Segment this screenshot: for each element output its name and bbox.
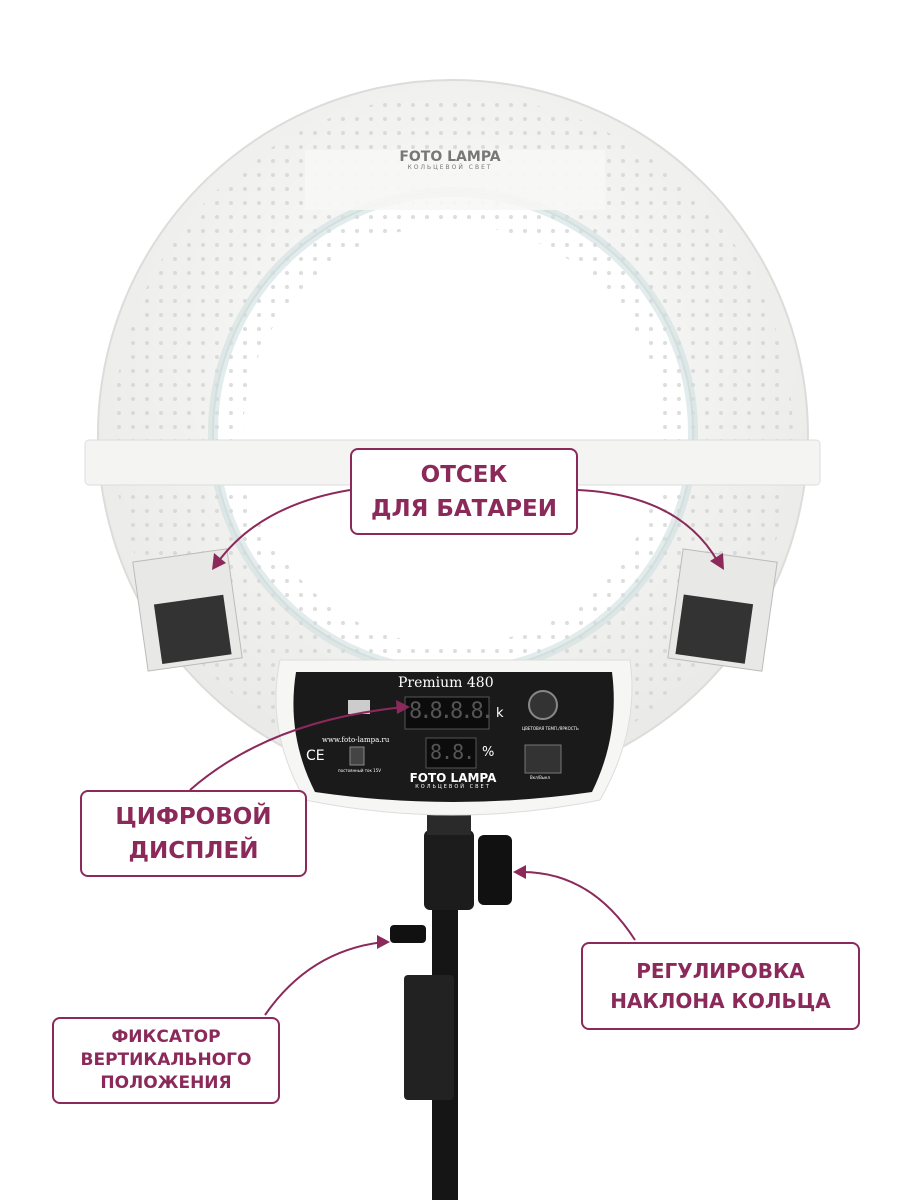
power-switch — [524, 744, 562, 774]
main-display-unit: k — [496, 706, 504, 721]
model-name: Premium 480 — [398, 675, 494, 691]
brand-sub-top: КОЛЬЦЕВОЙ СВЕТ — [407, 164, 493, 172]
callout-display-line: ДИСПЛЕЙ — [128, 837, 259, 864]
switch-label: Вкл/Выкл — [530, 775, 550, 780]
callout-tilt-line: НАКЛОНА КОЛЬЦА — [610, 989, 831, 1013]
callout-lock-line: ПОЛОЖЕНИЯ — [100, 1073, 232, 1093]
brand-sub-panel: КОЛЬЦЕВОЙ СВЕТ — [415, 784, 491, 791]
knob-label: ЦВЕТОВАЯ ТЕМП./ЯРКОСТЬ — [522, 726, 579, 731]
dc-label: постоянный ток 15V — [338, 768, 381, 773]
main-display: 8.8.8.8. — [409, 699, 494, 724]
callout-battery-line: ДЛЯ БАТАРЕИ — [371, 495, 557, 522]
percent-unit: % — [482, 745, 495, 760]
brand-name-panel: FOTO LAMPA — [409, 771, 497, 785]
stand — [390, 815, 512, 1200]
callout-display-line: ЦИФРОВОЙ — [115, 803, 272, 830]
callout-battery: ОТСЕК ДЛЯ БАТАРЕИ — [350, 448, 578, 535]
lock-knob — [390, 925, 426, 943]
callout-battery-line: ОТСЕК — [420, 461, 508, 488]
usb-port — [348, 700, 370, 714]
ce-mark: CE — [306, 748, 325, 764]
callout-lock-line: ФИКСАТОР — [111, 1027, 221, 1047]
brand-logo-panel: FOTO LAMPA КОЛЬЦЕВОЙ СВЕТ — [395, 771, 511, 791]
callout-lock: ФИКСАТОР ВЕРТИКАЛЬНОГО ПОЛОЖЕНИЯ — [52, 1017, 280, 1104]
tilt-knob — [478, 835, 512, 905]
percent-display: 8.8. — [430, 740, 475, 764]
callout-display: ЦИФРОВОЙ ДИСПЛЕЙ — [80, 790, 307, 877]
website: www.foto-lampa.ru — [322, 736, 390, 744]
callout-arrows — [189, 489, 719, 1016]
callout-lock-line: ВЕРТИКАЛЬНОГО — [80, 1050, 252, 1070]
callout-tilt: РЕГУЛИРОВКА НАКЛОНА КОЛЬЦА — [581, 942, 860, 1030]
brand-logo-top: FOTO LAMPA КОЛЬЦЕВОЙ СВЕТ — [380, 149, 520, 172]
callout-tilt-line: РЕГУЛИРОВКА — [636, 959, 805, 983]
brightness-knob — [528, 690, 558, 720]
brand-name-top: FOTO LAMPA — [399, 149, 501, 165]
